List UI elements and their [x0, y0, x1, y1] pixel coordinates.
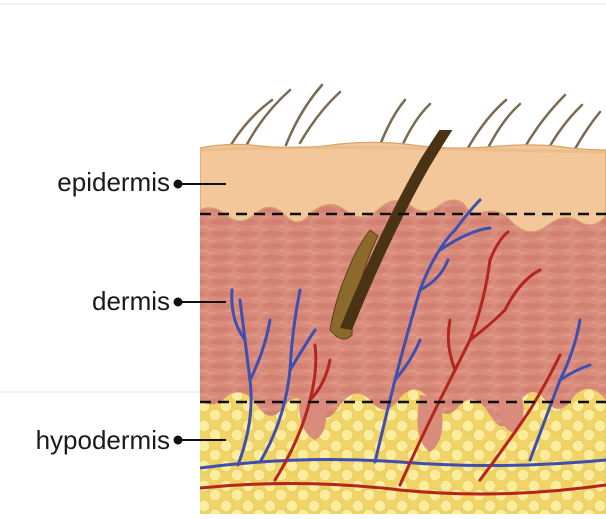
epidermis-label: epidermis	[57, 167, 170, 198]
dermis-label: dermis	[92, 286, 170, 317]
hypodermis-label: hypodermis	[36, 425, 170, 456]
